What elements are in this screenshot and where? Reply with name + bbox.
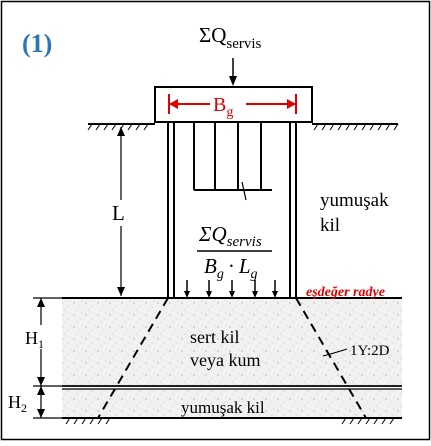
soft-clay-label-2: kil — [320, 215, 340, 236]
depth-label-bg — [110, 200, 132, 226]
depth-arrow-top — [117, 127, 125, 136]
h1-arrow-top — [37, 298, 45, 307]
stress-numerator: ΣQservis — [198, 222, 262, 250]
figure-number: (1) — [22, 29, 52, 58]
pile-right — [289, 121, 297, 299]
h2-label: H2 — [8, 392, 27, 415]
h1-label: H1 — [25, 328, 44, 351]
width-arrow-right — [287, 99, 296, 109]
raft-pressure-arrows — [184, 280, 278, 298]
h2-arrow-bottom — [37, 409, 45, 418]
slope-label: 1Y:2D — [350, 343, 390, 359]
stiff-layer-label-1: sert kil — [190, 327, 240, 347]
pile-left — [167, 121, 175, 299]
width-label-bg — [210, 92, 246, 118]
h2-label-bg — [6, 390, 36, 412]
depth-label: L — [112, 201, 125, 225]
bottom-layer-label: yumuşak kil — [181, 398, 265, 417]
inner-pile-mark — [241, 181, 247, 201]
spread-line-right — [295, 297, 367, 419]
ground-hatch-right — [313, 123, 399, 131]
bottom-hatch — [65, 417, 395, 425]
slope-leader — [322, 348, 348, 357]
h2-arrow-top — [37, 386, 45, 395]
stiff-layer-label-2: veya kum — [190, 350, 260, 370]
depth-arrow-bottom — [117, 287, 125, 296]
raft-label: eşdeğer radye — [306, 285, 385, 300]
width-label: Bg — [213, 94, 233, 120]
width-arrow-left — [169, 99, 178, 109]
load-arrow-head — [229, 76, 237, 86]
load-label: ΣQservis — [199, 23, 262, 52]
stiff-layer-fill — [62, 298, 402, 386]
lower-layer-fill — [62, 389, 402, 418]
h1-label-bg — [22, 325, 52, 349]
h1-arrow-bottom — [37, 377, 45, 386]
stress-denominator: Bg·Lg — [204, 254, 258, 282]
spread-line-left — [97, 297, 169, 419]
soft-clay-label-1: yumuşak — [320, 190, 389, 211]
